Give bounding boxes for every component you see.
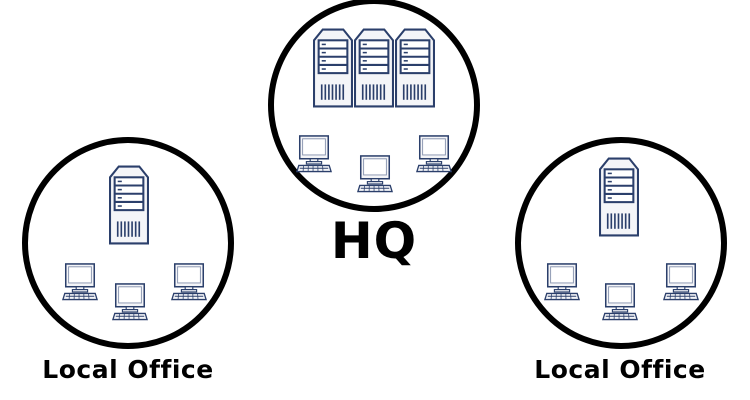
computer-icon xyxy=(415,135,453,173)
local-office-label: Local Office xyxy=(42,355,214,384)
computer-icon xyxy=(356,155,394,193)
computer-icon xyxy=(61,263,99,301)
server-icon xyxy=(108,165,150,245)
server-icon xyxy=(312,28,354,108)
computer-icon xyxy=(543,263,581,301)
computer-icon xyxy=(662,263,700,301)
computer-icon xyxy=(295,135,333,173)
local-office-label: Local Office xyxy=(534,355,706,384)
server-icon xyxy=(598,157,640,237)
computer-icon xyxy=(601,283,639,321)
server-icon xyxy=(353,28,395,108)
computer-icon xyxy=(170,263,208,301)
computer-icon xyxy=(111,283,149,321)
hq-label: HQ xyxy=(330,212,418,270)
server-icon xyxy=(394,28,436,108)
